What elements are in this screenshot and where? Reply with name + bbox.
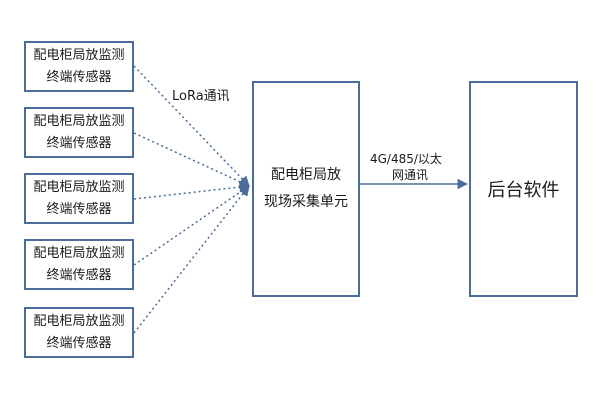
sensor-3-line1: 配电柜局放监测 (33, 179, 125, 195)
lora-link-2 (133, 132, 250, 187)
sensor-1-line2: 终端传感器 (46, 69, 112, 85)
backend-software-box: 后台软件 (469, 81, 578, 297)
lora-link-4 (133, 185, 250, 266)
sensor-2-line1: 配电柜局放监测 (33, 113, 125, 129)
sensor-box-3: 配电柜局放监测 终端传感器 (24, 173, 134, 224)
network-label-line1: 4G/485/以太 (370, 152, 442, 166)
backend-label: 后台软件 (487, 180, 560, 201)
collector-line1: 配电柜局放 (271, 167, 341, 183)
sensor-4-line1: 配电柜局放监测 (33, 245, 125, 261)
sensor-box-5: 配电柜局放监测 终端传感器 (24, 307, 134, 358)
sensor-5-line2: 终端传感器 (46, 335, 112, 351)
sensor-box-1: 配电柜局放监测 终端传感器 (24, 41, 134, 92)
sensor-2-line2: 终端传感器 (46, 135, 112, 151)
lora-label: LoRa通讯 (172, 89, 230, 104)
sensor-box-4: 配电柜局放监测 终端传感器 (24, 239, 134, 290)
sensor-4-line2: 终端传感器 (46, 267, 112, 283)
lora-link-3 (133, 181, 251, 200)
sensor-box-2: 配电柜局放监测 终端传感器 (24, 107, 134, 158)
lora-link-5 (133, 185, 250, 334)
sensor-1-line1: 配电柜局放监测 (33, 47, 125, 63)
lora-link-1 (133, 65, 250, 187)
sensor-5-line1: 配电柜局放监测 (33, 313, 125, 329)
network-label-line2: 网通讯 (392, 168, 429, 182)
collector-unit-box: 配电柜局放 现场采集单元 (252, 81, 360, 297)
sensor-3-line2: 终端传感器 (46, 201, 112, 217)
collector-line2: 现场采集单元 (264, 194, 348, 210)
